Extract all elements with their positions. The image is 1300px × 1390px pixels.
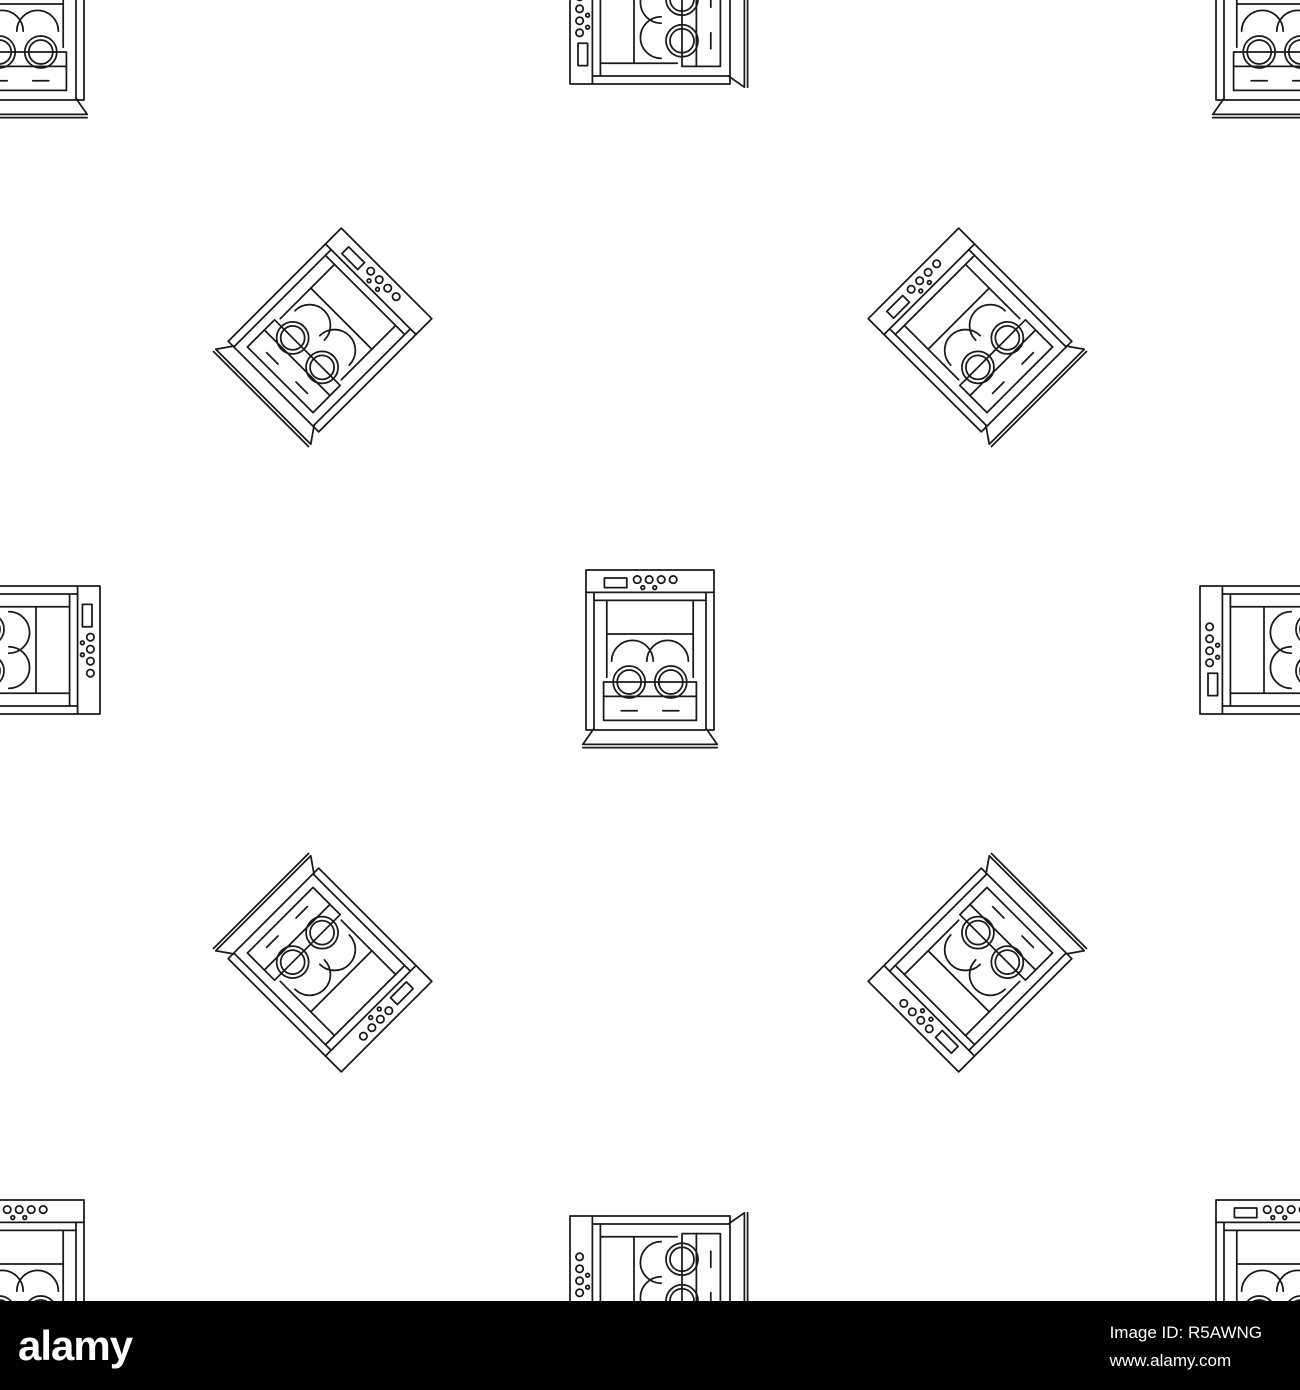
dishwasher-icon [569,0,749,89]
image-id: R5AWNG [1188,1323,1262,1342]
dishwasher-icon [212,225,435,448]
dishwasher-icon [0,0,89,119]
brand-wordmark: alamy [18,1322,133,1369]
image-meta: Image ID: R5AWNG www.alamy.com [1110,1319,1262,1375]
dishwasher-icon [1199,581,1300,719]
dishwasher-icon [569,1211,749,1301]
alamy-logo: alamy [18,1301,133,1390]
site-url[interactable]: www.alamy.com [1109,1351,1232,1370]
dishwasher-icon [581,569,719,749]
dishwasher-icon [212,852,435,1075]
dishwasher-icon [1211,0,1300,119]
dishwasher-icon [865,852,1088,1075]
dishwasher-icon [865,225,1088,448]
dishwasher-icon [1211,1199,1300,1301]
dishwasher-icon [0,1199,89,1301]
dishwasher-pattern [0,0,1300,1301]
pattern-area [0,0,1300,1301]
watermark-bar: alamy Image ID: R5AWNG www.alamy.com [0,1301,1300,1390]
dishwasher-icon [0,581,101,719]
image-id-label: Image ID: [1109,1323,1184,1342]
